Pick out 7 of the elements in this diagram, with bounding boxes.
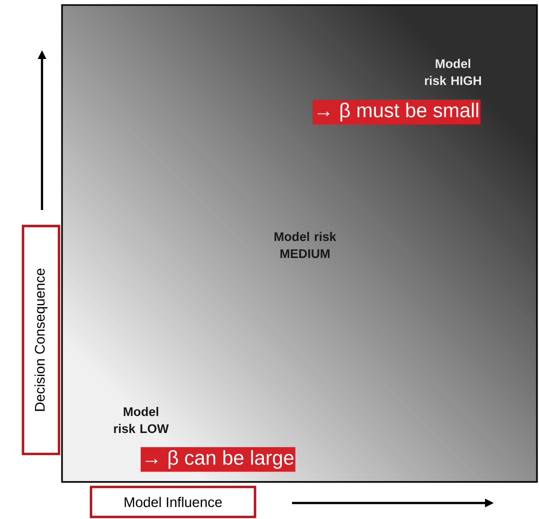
risk-label: Model risk HIGH (425, 58, 481, 86)
highlight-band: → β can be large (140, 447, 296, 472)
axis-label-box: Decision Consequence (22, 224, 60, 456)
risk-label: Model risk LOW (114, 406, 169, 434)
axis-label-box: Model Influence (90, 486, 256, 518)
risk-label: Model risk MEDIUM (274, 232, 336, 258)
highlight-band: → β must be small (312, 100, 480, 124)
